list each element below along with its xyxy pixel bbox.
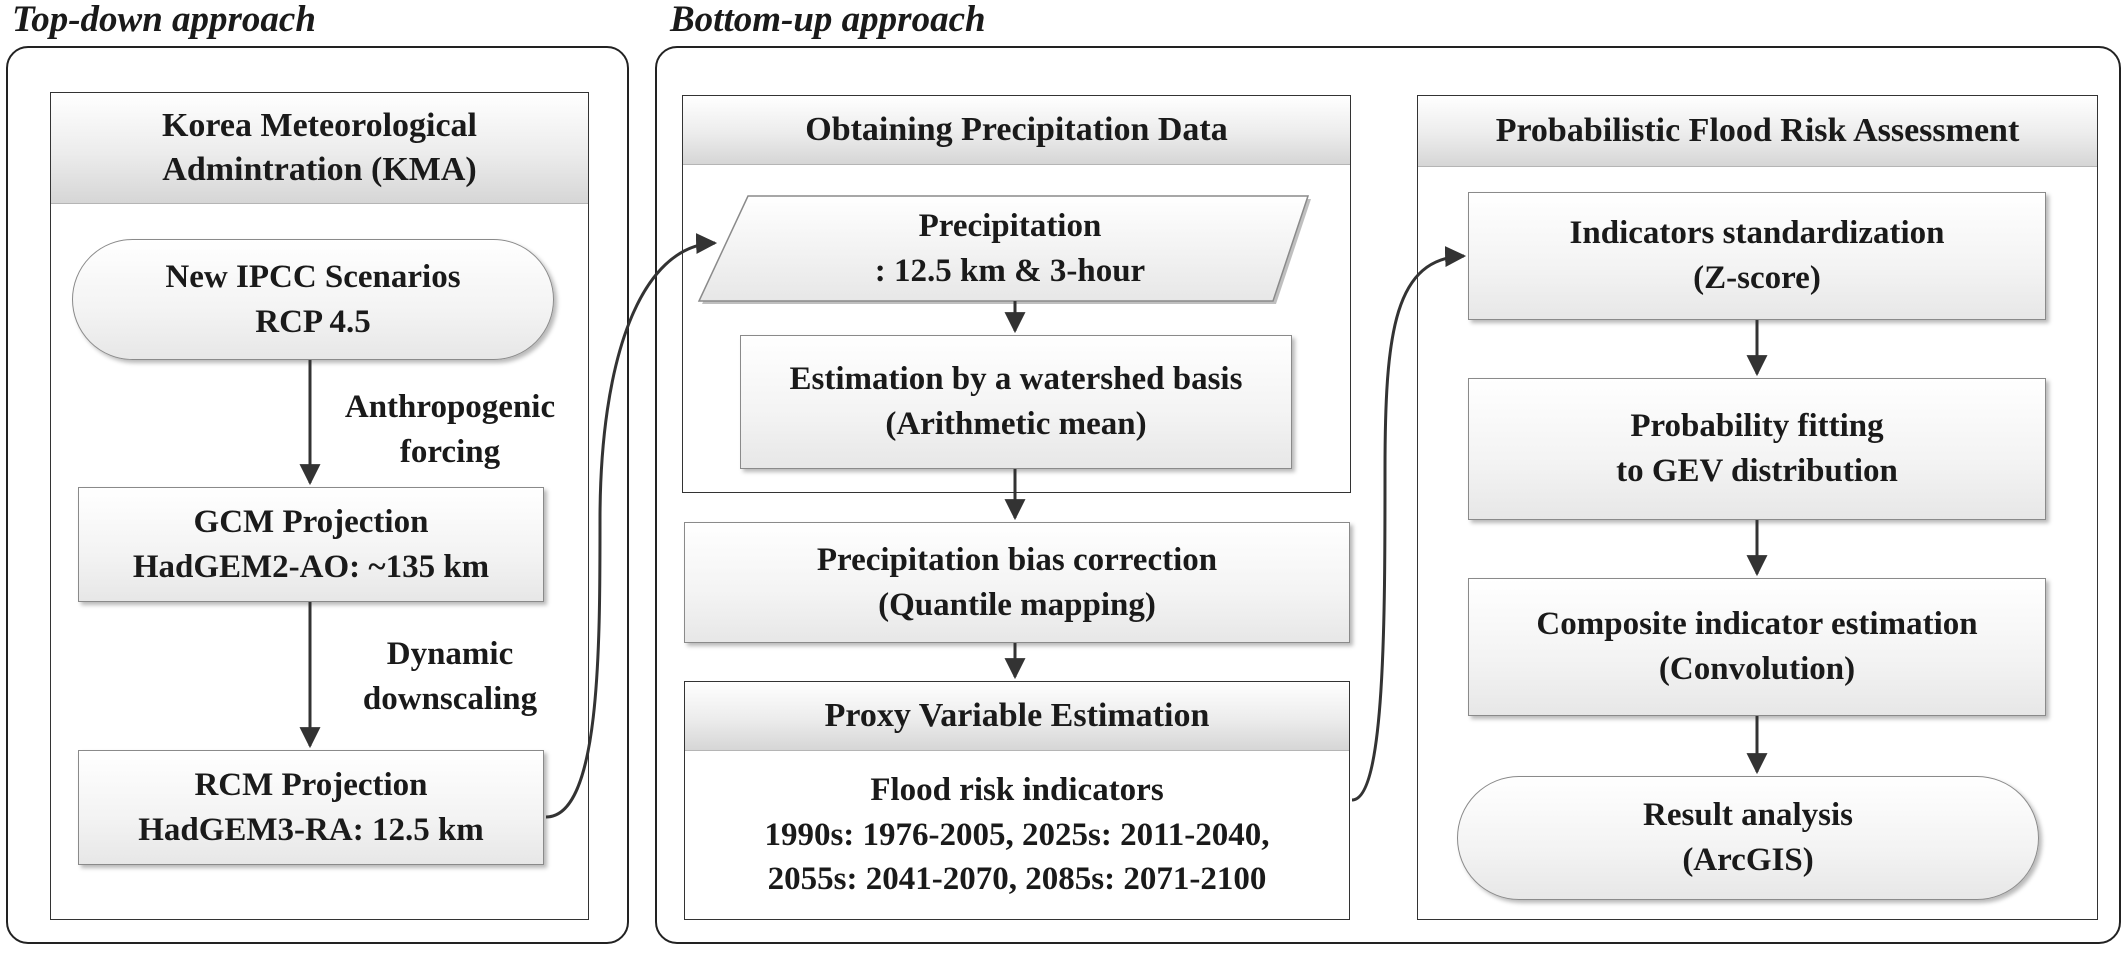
downscaling-label-line-1: Dynamic — [386, 636, 514, 672]
flood-risk-indicators: Flood risk indicators 1990s: 1976-2005, … — [684, 760, 1350, 910]
composite-line-2: (Convolution) — [1658, 651, 1856, 687]
kma-header: Korea Meteorological Admintration (KMA) — [51, 93, 588, 204]
rcm-line-2: HadGEM3-RA: 12.5 km — [138, 811, 484, 848]
probability-fitting-box: Probability fitting to GEV distribution — [1468, 378, 2046, 520]
kma-header-line-2: Admintration (KMA) — [162, 151, 477, 188]
watershed-line-2: (Arithmetic mean) — [885, 406, 1147, 442]
proxy-header: Proxy Variable Estimation — [685, 682, 1349, 751]
downscaling-label-line-2: downscaling — [362, 680, 538, 717]
precipitation-box: Precipitation : 12.5 km & 3-hour — [760, 196, 1260, 301]
rcm-line-1: RCM Projection — [194, 766, 428, 803]
dynamic-downscaling-label: Dynamic downscaling — [330, 632, 570, 721]
standardization-line-1: Indicators standardization — [1569, 215, 1945, 252]
watershed-line-1: Estimation by a watershed basis — [789, 361, 1243, 398]
precipitation-line-2: : 12.5 km & 3-hour — [874, 252, 1146, 289]
kma-header-line-1: Korea Meteorological — [161, 106, 477, 144]
standardization-line-2: (Z-score) — [1693, 260, 1821, 296]
forcing-label-line-1: Anthropogenic — [344, 389, 556, 425]
gcm-line-1: GCM Projection — [193, 503, 429, 540]
indicators-line-3: 2055s: 2041-2070, 2085s: 2071-2100 — [767, 861, 1267, 898]
bias-correction-box: Precipitation bias correction (Quantile … — [684, 522, 1350, 643]
ipcc-scenario-line-2: RCP 4.5 — [255, 303, 371, 340]
bias-line-1: Precipitation bias correction — [816, 541, 1218, 578]
result-line-1: Result analysis — [1643, 797, 1853, 834]
probabilistic-header: Probabilistic Flood Risk Assessment — [1418, 96, 2097, 167]
top-down-title: Top-down approach — [12, 0, 316, 40]
gcm-line-2: HadGEM2-AO: ~135 km — [132, 548, 490, 585]
forcing-label-line-2: forcing — [399, 433, 501, 470]
anthropogenic-forcing-label: Anthropogenic forcing — [330, 385, 570, 474]
ipcc-scenario-box: New IPCC Scenarios RCP 4.5 — [72, 239, 554, 360]
rcm-projection-box: RCM Projection HadGEM3-RA: 12.5 km — [78, 750, 544, 865]
bottom-up-title: Bottom-up approach — [670, 0, 986, 40]
standardization-box: Indicators standardization (Z-score) — [1468, 192, 2046, 320]
gcm-projection-box: GCM Projection HadGEM2-AO: ~135 km — [78, 487, 544, 602]
result-line-2: (ArcGIS) — [1682, 842, 1814, 878]
indicators-line-2: 1990s: 1976-2005, 2025s: 2011-2040, — [764, 816, 1270, 853]
ipcc-scenario-line-1: New IPCC Scenarios — [165, 258, 461, 295]
proxy-variable-frame: Proxy Variable Estimation — [684, 681, 1350, 920]
indicators-line-1: Flood risk indicators — [870, 772, 1164, 809]
composite-indicator-box: Composite indicator estimation (Convolut… — [1468, 578, 2046, 716]
composite-line-1: Composite indicator estimation — [1536, 606, 1978, 643]
precipitation-line-1: Precipitation — [918, 207, 1102, 244]
fitting-line-1: Probability fitting — [1630, 408, 1884, 445]
bias-line-2: (Quantile mapping) — [878, 586, 1156, 623]
obtaining-header: Obtaining Precipitation Data — [683, 96, 1350, 165]
result-analysis-box: Result analysis (ArcGIS) — [1457, 776, 2039, 900]
fitting-line-2: to GEV distribution — [1616, 453, 1898, 489]
watershed-estimation-box: Estimation by a watershed basis (Arithme… — [740, 335, 1292, 469]
